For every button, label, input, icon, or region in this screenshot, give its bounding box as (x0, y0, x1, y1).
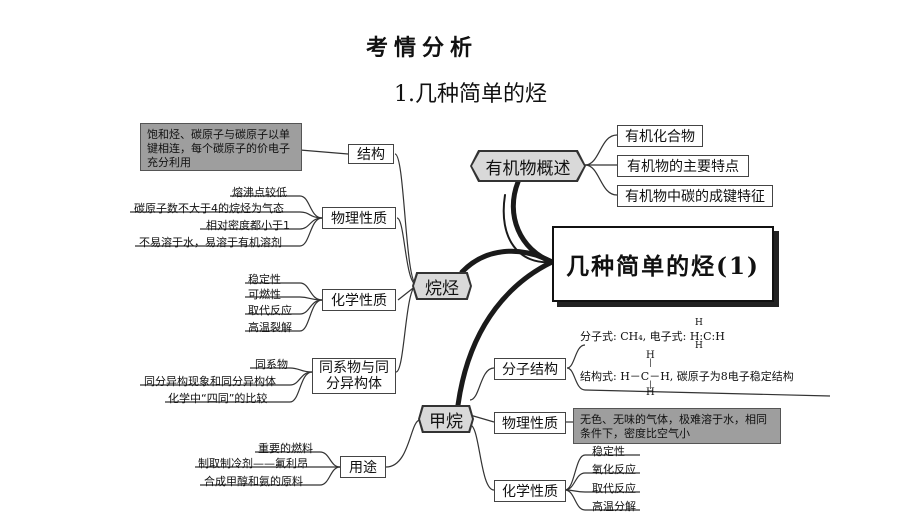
methane-molecular-node: 分子结构 (494, 358, 566, 380)
methane-chemical-item-3: 取代反应 (592, 482, 636, 495)
alkane-structure-node: 结构 (348, 144, 394, 164)
methane-uses-item-1: 重要的燃料 (258, 442, 313, 455)
electron-h-bottom: H (695, 341, 703, 351)
alkane-chemical-item-3: 取代反应 (248, 304, 292, 317)
alkane-homolog-line2: 分异构体 (326, 376, 382, 392)
methane-formula-line: 分子式: CH₄, 电子式: H:C:H (580, 330, 725, 343)
alkane-physical-node: 物理性质 (322, 207, 396, 229)
overview-item-2: 有机物的主要特点 (617, 155, 749, 177)
struct-bond-top: | (649, 358, 652, 367)
methane-uses-item-3: 合成甲醇和氨的原料 (204, 475, 303, 488)
alkane-chemical-item-1: 稳定性 (248, 273, 281, 286)
methane-physical-note: 无色、无味的气体，极难溶于水，相同条件下，密度比空气小 (573, 408, 781, 444)
overview-item-3: 有机物中碳的成键特征 (617, 185, 773, 207)
overview-node: 有机物概述 (472, 152, 584, 180)
struct-h-top: H (646, 350, 655, 361)
alkane-chemical-item-2: 可燃性 (248, 288, 281, 301)
alkane-physical-item-4: 不易溶于水，易溶于有机溶剂 (139, 236, 282, 249)
struct-bond-bottom: | (649, 380, 652, 389)
struct-h-bottom: H (646, 387, 655, 398)
alkane-physical-item-3: 相对密度都小于1 (206, 219, 290, 232)
methane-uses-item-2: 制取制冷剂——氟利昂 (198, 457, 308, 470)
methane-physical-node: 物理性质 (494, 412, 566, 434)
page-subtitle: 1.几种简单的烃 (394, 82, 547, 107)
alkane-physical-item-1: 熔沸点较低 (232, 186, 287, 199)
alkane-node: 烷烃 (414, 274, 470, 298)
methane-chemical-node: 化学性质 (494, 480, 566, 502)
alkane-homolog-node: 同系物与同 分异构体 (312, 358, 396, 394)
alkane-physical-item-2: 碳原子数不大于4的烷烃为气态 (134, 202, 284, 215)
methane-node: 甲烷 (420, 407, 472, 431)
alkane-chemical-item-4: 高温裂解 (248, 321, 292, 334)
alkane-homolog-item-1: 同系物 (255, 358, 288, 371)
alkane-chemical-node: 化学性质 (322, 289, 396, 311)
methane-struct-line: 结构式: H－C－H, 碳原子为8电子稳定结构 (580, 370, 794, 383)
methane-chemical-item-4: 高温分解 (592, 500, 636, 513)
alkane-homolog-line1: 同系物与同 (319, 360, 389, 376)
alkane-homolog-item-3: 化学中“四同”的比较 (168, 392, 268, 405)
methane-uses-node: 用途 (340, 456, 386, 478)
alkane-structure-note: 饱和烃、碳原子与碳原子以单键相连，每个碳原子的价电子充分利用 (140, 123, 302, 171)
alkane-homolog-item-2: 同分异构现象和同分异构体 (144, 375, 276, 388)
center-node: 几种简单的烃(1) (552, 226, 774, 302)
methane-chemical-item-2: 氧化反应 (592, 463, 636, 476)
electron-h-top: H (695, 318, 703, 328)
methane-chemical-item-1: 稳定性 (592, 445, 625, 458)
overview-item-1: 有机化合物 (617, 125, 703, 147)
page-title: 考情分析 (366, 35, 479, 61)
